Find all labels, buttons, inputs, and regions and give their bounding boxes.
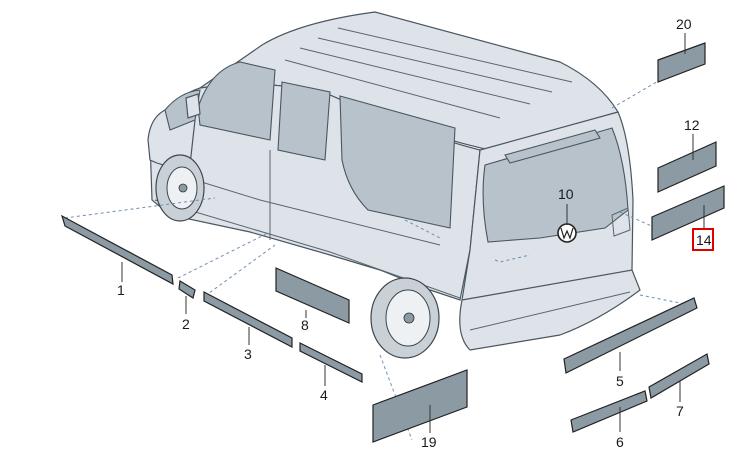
callout-1[interactable]: 1 [117,282,125,298]
part-4-strip[interactable] [299,342,363,383]
callout-labels: 1 2 3 4 8 5 6 7 10 12 14 19 20 [117,16,712,450]
callout-leaders [121,33,705,433]
part-8-panel[interactable] [275,267,350,324]
part-12-panel[interactable] [657,141,717,193]
part-14-panel[interactable] [651,185,725,241]
part-7-strip[interactable] [648,353,710,399]
part-2-piece[interactable] [178,280,196,299]
callout-12[interactable]: 12 [684,117,700,133]
part-20-panel[interactable] [657,42,706,83]
part-6-strip[interactable] [570,390,648,433]
part-1-strip[interactable] [61,214,174,286]
callout-2[interactable]: 2 [182,316,190,332]
callout-4[interactable]: 4 [320,387,328,403]
leader-lines [64,79,691,441]
callout-19[interactable]: 19 [421,434,437,450]
callout-5[interactable]: 5 [616,373,624,389]
callout-10[interactable]: 10 [558,186,574,202]
callout-7[interactable]: 7 [676,403,684,419]
callout-6[interactable]: 6 [616,434,624,450]
callout-14[interactable]: 14 [696,232,712,248]
callout-20[interactable]: 20 [676,16,692,32]
van-illustration [147,11,641,359]
part-19-panel[interactable] [372,369,468,443]
part-5-strip[interactable] [563,297,698,374]
part-3-strip[interactable] [203,291,293,348]
vw-logo-icon [557,223,577,243]
callout-8[interactable]: 8 [301,317,309,333]
highlight-box-callout-14 [692,228,714,251]
parts [61,42,725,443]
callout-3[interactable]: 3 [244,346,252,362]
